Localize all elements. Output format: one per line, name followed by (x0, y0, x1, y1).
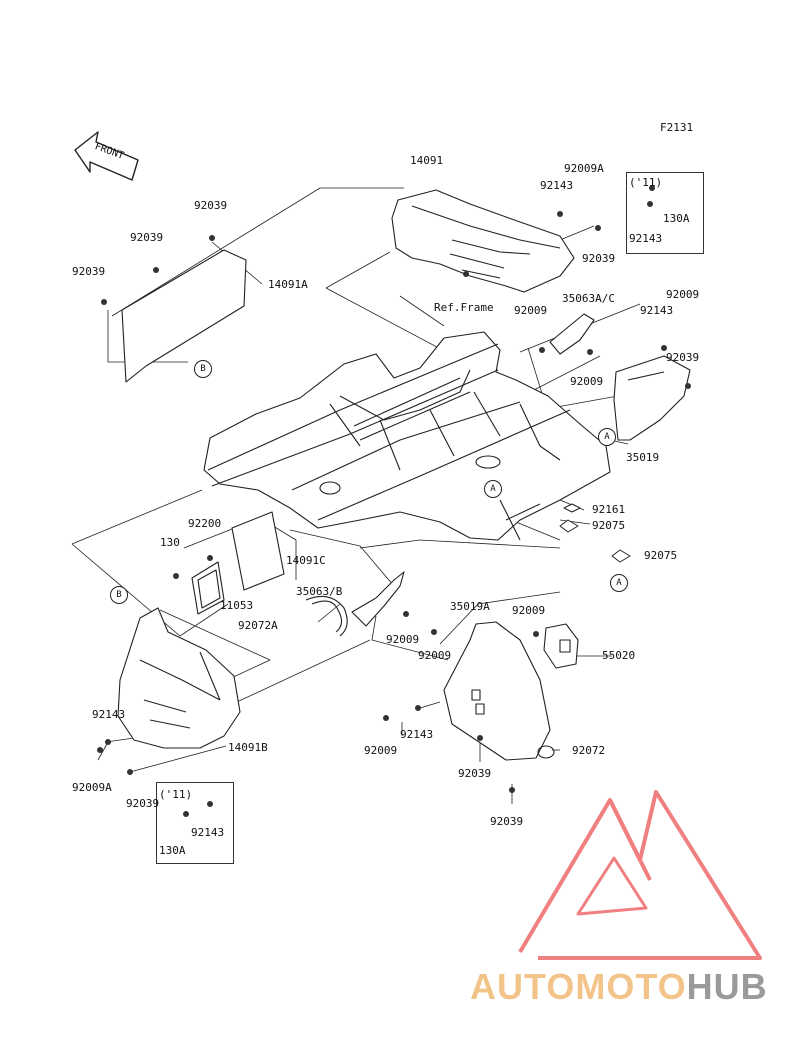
part-label: 11053 (220, 599, 254, 612)
ref-frame-label: Ref.Frame (434, 301, 494, 314)
inset-part-label: 92143 (191, 826, 225, 839)
part-label: 92143 (92, 708, 126, 721)
part-label: 92039 (490, 815, 524, 828)
bracket-35063B (351, 571, 405, 627)
bracket-35063AC (549, 313, 595, 355)
part-label: 92009 (386, 633, 420, 646)
reference-marker: B (194, 360, 212, 378)
part-label: 92039 (130, 231, 164, 244)
reference-marker: B (110, 586, 128, 604)
inset-part-label: 130A (159, 844, 186, 857)
part-label: 35019 (626, 451, 660, 464)
brand-watermark: AUTOMOTOHUB (470, 966, 768, 1008)
part-label: 92039 (458, 767, 492, 780)
part-label: 92039 (666, 351, 700, 364)
band-92072A (305, 595, 348, 637)
part-label: 92161 (592, 503, 626, 516)
figure-code: F2131 (660, 121, 694, 134)
washers (559, 503, 631, 563)
part-label: 35063A/C (562, 292, 615, 305)
band-92072 (537, 745, 555, 759)
part-label: 92072 (572, 744, 606, 757)
part-label: 92009 (418, 649, 452, 662)
automotohub-logo (518, 790, 762, 960)
mudguard-35019A (443, 621, 551, 761)
mudguard-35019 (613, 355, 691, 441)
part-label: 14091B (228, 741, 268, 754)
part-label: 130 (160, 536, 180, 549)
part-label: 14091 (410, 154, 444, 167)
brand-part1: AUTOMOTO (470, 966, 687, 1007)
part-label: 92075 (644, 549, 678, 562)
part-label: 92039 (582, 252, 616, 265)
part-label: 92009 (570, 375, 604, 388)
inset-2011-top: ('11) 130A 92143 (626, 172, 704, 254)
part-label: 92039 (126, 797, 160, 810)
inset-part-label: 130A (663, 212, 690, 225)
part-label: 92009 (514, 304, 548, 317)
part-label: 92009 (512, 604, 546, 617)
part-label: 14091A (268, 278, 308, 291)
inset-part-label: 92143 (629, 232, 663, 245)
reference-marker: A (484, 480, 502, 498)
inset-2011-bottom: ('11) 92143 130A (156, 782, 234, 864)
part-label: 92009A (72, 781, 112, 794)
cover-11053 (191, 561, 225, 615)
side-panel-14091B (117, 607, 241, 749)
fasteners (97, 185, 691, 817)
part-label: 92143 (540, 179, 574, 192)
part-label: 35063/B (296, 585, 343, 598)
inset-year: ('11) (159, 788, 193, 801)
reference-marker: A (598, 428, 616, 446)
part-label: 92075 (592, 519, 626, 532)
part-label: 92143 (400, 728, 434, 741)
part-label: 92039 (194, 199, 228, 212)
brand-part2: HUB (686, 966, 768, 1007)
side-panel-14091A (121, 249, 247, 383)
part-label: 92143 (640, 304, 674, 317)
part-label: 14091C (286, 554, 326, 567)
main-frame (203, 331, 611, 541)
part-label: 92039 (72, 265, 106, 278)
rear-fender-panel-14091 (391, 189, 575, 293)
part-label: 92200 (188, 517, 222, 530)
part-label: 92009 (364, 744, 398, 757)
part-label: 92072A (238, 619, 278, 632)
part-label: 55020 (602, 649, 636, 662)
bracket-55020 (543, 623, 579, 669)
plate-14091C (231, 511, 285, 591)
part-label: 92009A (564, 162, 604, 175)
part-label: 92009 (666, 288, 700, 301)
reference-marker: A (610, 574, 628, 592)
part-label: 35019A (450, 600, 490, 613)
inset-year: ('11) (629, 176, 663, 189)
front-arrow-icon (74, 131, 139, 181)
